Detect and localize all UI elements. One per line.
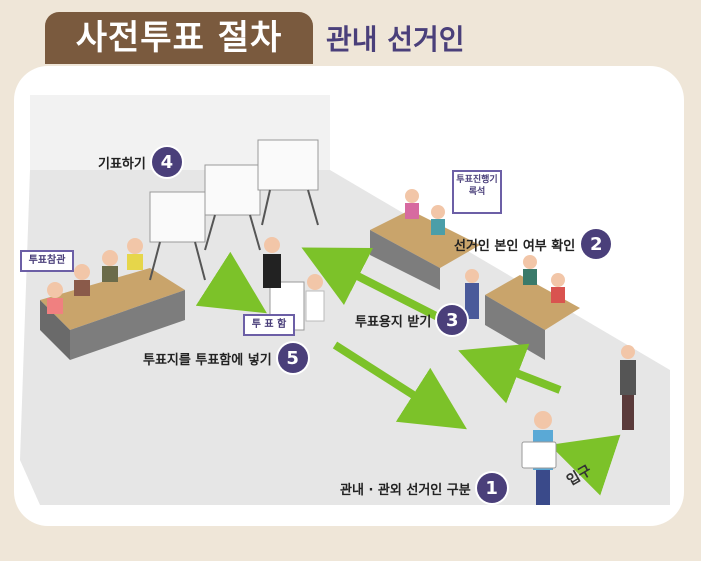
page-title: 사전투표 절차	[45, 12, 313, 64]
floor	[20, 170, 670, 505]
step-label: 관내 · 관외 선거인 구분	[340, 482, 471, 498]
step-label: 투표용지 받기	[355, 314, 432, 330]
page-subtitle: 관내 선거인	[326, 23, 465, 56]
step-number: 1	[476, 473, 507, 503]
step-number: 4	[151, 147, 182, 177]
step-3: 투표용지 받기 3	[355, 305, 468, 335]
step-4: 기표하기 4	[98, 147, 182, 177]
observer-sign: 투표참관	[20, 250, 74, 272]
ballot-box-sign: 투 표 함	[243, 314, 295, 336]
back-wall	[30, 95, 330, 170]
observer-table	[40, 238, 185, 360]
flow-arrows	[195, 247, 621, 496]
step-label: 선거인 본인 여부 확인	[454, 238, 576, 254]
step-2: 선거인 본인 여부 확인 2	[454, 229, 612, 259]
step-number: 3	[437, 305, 468, 335]
step-5: 투표지를 투표함에 넣기 5	[143, 343, 308, 373]
voting-booths	[149, 139, 319, 281]
progress-record-sign: 투표진행기록석	[452, 170, 502, 214]
id-check-desk	[370, 189, 580, 360]
step-1: 관내 · 관외 선거인 구분 1	[340, 473, 507, 503]
step-label: 투표지를 투표함에 넣기	[143, 352, 272, 368]
id-card	[521, 441, 557, 469]
step-label: 기표하기	[98, 156, 146, 172]
step-number: 5	[277, 343, 308, 373]
step-number: 2	[581, 229, 612, 259]
